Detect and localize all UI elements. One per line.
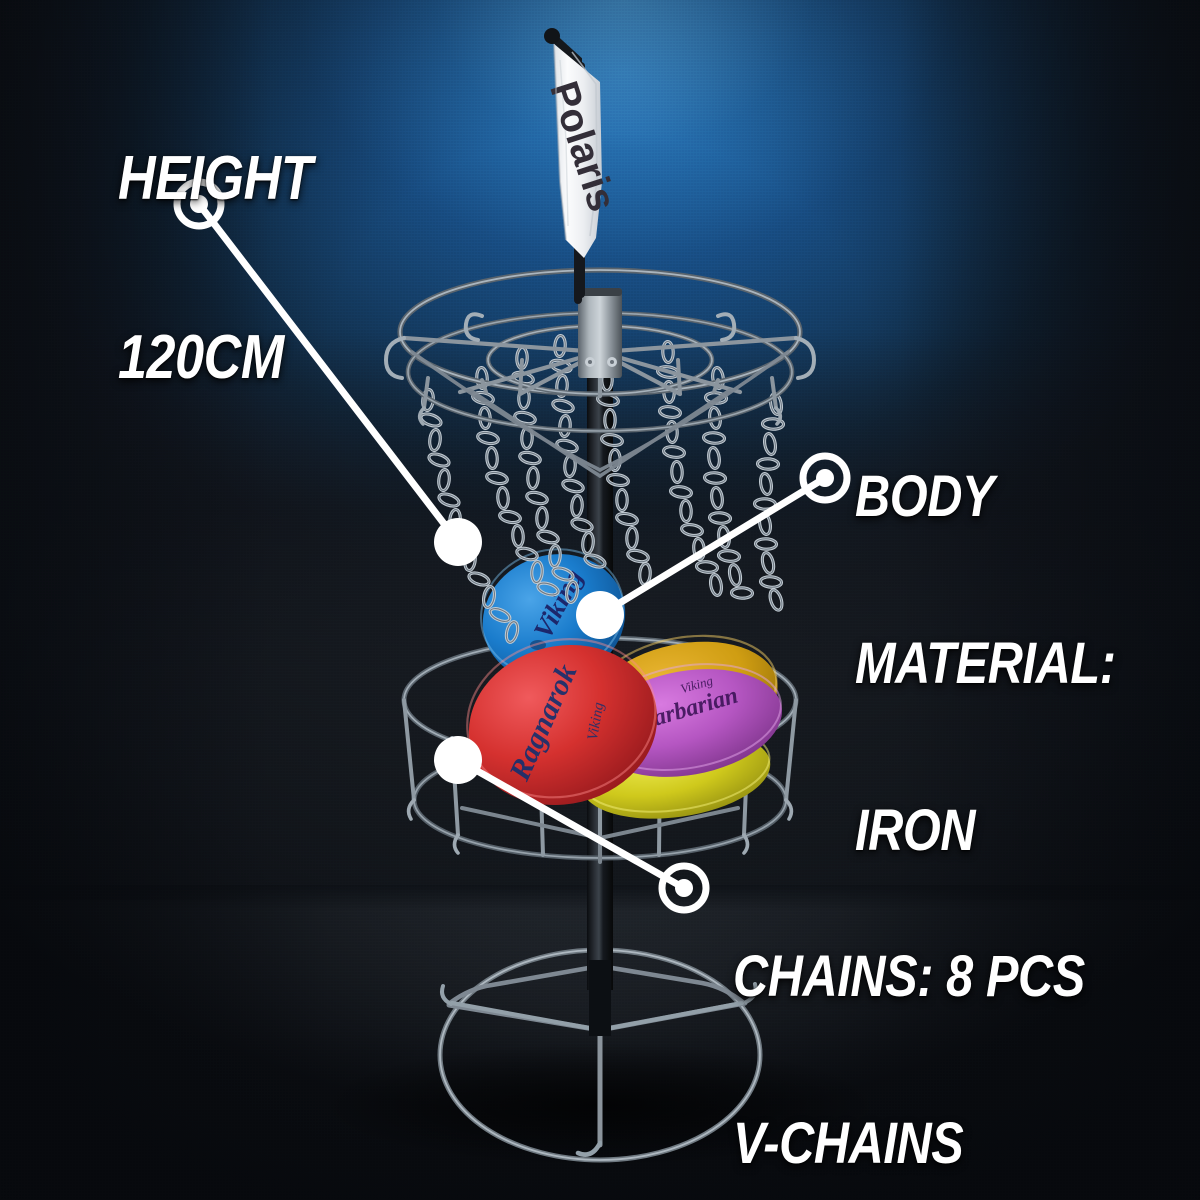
callout-chains-line-1: CHAINS: 8 PCS [733,944,1085,1010]
flag-brand-text: Polaris [541,76,624,216]
pole-collar [578,288,622,378]
callout-height-line-2: 120CM [118,322,284,392]
callout-body-line-2: MATERIAL: [855,631,1116,697]
callout-label-height: HEIGHT 120CM [118,30,313,506]
base-assembly [437,947,763,1163]
svg-text:Viking: Viking [585,701,607,742]
callout-body-line-1: BODY [855,464,995,530]
flag-fabric [554,44,602,258]
callout-label-chains: CHAINS: 8 PCS V-CHAINS [733,838,1085,1200]
callout-height-line-1: HEIGHT [118,144,313,214]
callout-body-line-3: IRON [855,798,976,864]
chain-6 [752,391,786,614]
flag-pole-finial [544,28,560,44]
flag-assembly: Polaris [541,28,624,304]
center-pole-lower [589,960,611,1036]
callout-chains-line-2: V-CHAINS [733,1111,964,1177]
callout-label-body-material: BODY MATERIAL: IRON [855,358,1116,970]
